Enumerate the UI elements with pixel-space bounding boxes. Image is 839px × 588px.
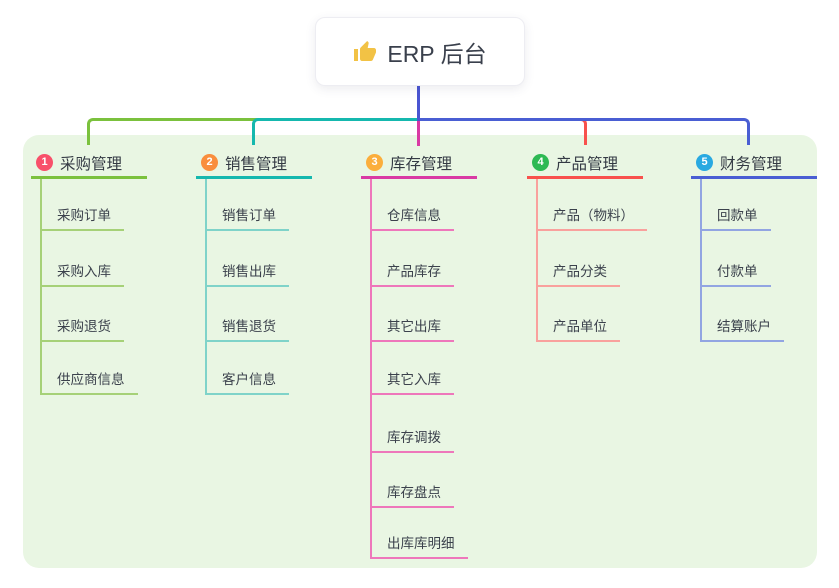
child-spine-line-3 xyxy=(370,179,372,559)
child-spine-line-4 xyxy=(536,179,538,342)
child-spine-line-1 xyxy=(40,179,42,395)
mindmap-canvas xyxy=(23,135,817,568)
branch-topic-finance-management[interactable]: 5 财务管理 xyxy=(691,149,817,179)
root-connector-line xyxy=(417,84,420,121)
child-node-settlement-account[interactable]: 结算账户 xyxy=(700,314,784,342)
branch-topic-purchase-management[interactable]: 1 采购管理 xyxy=(31,149,147,179)
child-node-other-outbound[interactable]: 其它出库 xyxy=(370,314,454,342)
child-node-purchase-return[interactable]: 采购退货 xyxy=(40,314,124,342)
priority-badge-5: 5 xyxy=(696,154,713,171)
branch-topic-inventory-management[interactable]: 3 库存管理 xyxy=(361,149,477,179)
child-node-product-stock[interactable]: 产品库存 xyxy=(370,259,454,287)
branch-title: 产品管理 xyxy=(556,155,619,173)
connector-branch-5 xyxy=(419,118,750,145)
root-title: ERP 后台 xyxy=(387,40,487,67)
child-node-receipt-order[interactable]: 回款单 xyxy=(700,203,771,231)
child-node-stock-count[interactable]: 库存盘点 xyxy=(370,480,454,508)
branch-title: 采购管理 xyxy=(60,155,123,173)
child-node-sales-outbound[interactable]: 销售出库 xyxy=(205,259,289,287)
child-node-other-inbound[interactable]: 其它入库 xyxy=(370,367,454,395)
thumbs-up-icon xyxy=(354,40,377,61)
child-node-payment-order[interactable]: 付款单 xyxy=(700,259,771,287)
child-node-supplier-info[interactable]: 供应商信息 xyxy=(40,367,138,395)
child-node-product-unit[interactable]: 产品单位 xyxy=(536,314,620,342)
child-node-purchase-inbound[interactable]: 采购入库 xyxy=(40,259,124,287)
child-node-product-material[interactable]: 产品（物料） xyxy=(536,203,647,231)
child-node-inout-detail[interactable]: 出库库明细 xyxy=(370,531,468,559)
branch-title: 库存管理 xyxy=(390,155,453,173)
child-node-stock-transfer[interactable]: 库存调拨 xyxy=(370,425,454,453)
branch-title: 财务管理 xyxy=(720,155,783,173)
priority-badge-2: 2 xyxy=(201,154,218,171)
branch-title: 销售管理 xyxy=(225,155,288,173)
child-spine-line-5 xyxy=(700,179,702,342)
root-node[interactable]: ERP 后台 xyxy=(315,17,525,86)
branch-topic-product-management[interactable]: 4 产品管理 xyxy=(527,149,643,179)
priority-badge-4: 4 xyxy=(532,154,549,171)
connector-branch-2 xyxy=(252,118,419,145)
child-node-warehouse-info[interactable]: 仓库信息 xyxy=(370,203,454,231)
branch-topic-sales-management[interactable]: 2 销售管理 xyxy=(196,149,312,179)
child-node-product-category[interactable]: 产品分类 xyxy=(536,259,620,287)
child-node-sales-order[interactable]: 销售订单 xyxy=(205,203,289,231)
connector-branch-3 xyxy=(417,121,420,146)
child-node-customer-info[interactable]: 客户信息 xyxy=(205,367,289,395)
priority-badge-1: 1 xyxy=(36,154,53,171)
priority-badge-3: 3 xyxy=(366,154,383,171)
child-node-sales-return[interactable]: 销售退货 xyxy=(205,314,289,342)
child-node-purchase-order[interactable]: 采购订单 xyxy=(40,203,124,231)
child-spine-line-2 xyxy=(205,179,207,395)
